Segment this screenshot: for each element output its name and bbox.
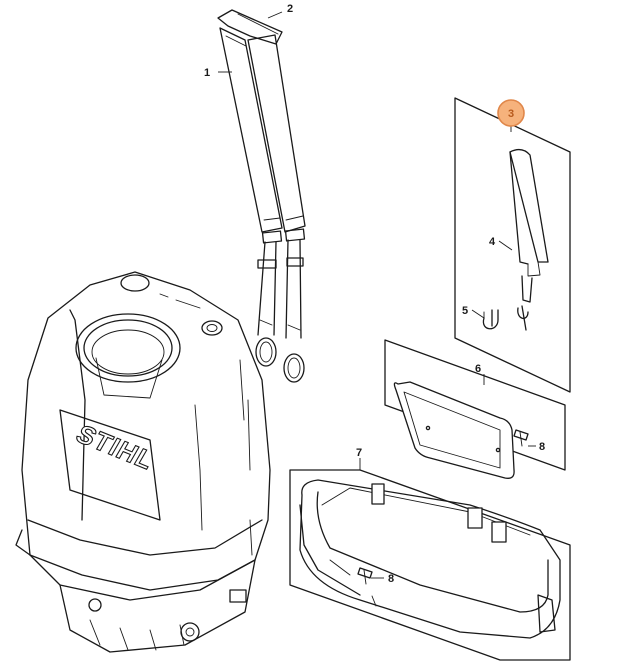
- hip-belt: [299, 479, 561, 639]
- callout-labels: 1 2 3 4 5 6 7 8 8: [204, 3, 545, 585]
- callout-label-4: 4: [489, 236, 496, 248]
- callout-label-5: 5: [462, 305, 468, 317]
- callout-label-6: 6: [475, 363, 481, 375]
- snap-hook: [482, 309, 499, 330]
- back-pad-frame: [384, 339, 566, 471]
- callout-label-8-belt: 8: [388, 573, 394, 585]
- sprayer-tank: STIHL: [15, 271, 271, 653]
- callout-label-7: 7: [356, 447, 362, 459]
- callout-label-1: 1: [204, 67, 210, 79]
- callout-highlight-3: [497, 99, 525, 127]
- shoulder-strap-assembly: [217, 9, 306, 383]
- callout-label-3: 3: [508, 108, 514, 120]
- strap-kit-frame: [454, 97, 571, 393]
- brand-logo: STIHL: [71, 419, 160, 475]
- single-strap: [509, 148, 549, 331]
- callout-label-8-pad: 8: [539, 441, 545, 453]
- fastener-pad: [513, 429, 529, 447]
- back-pad: [393, 381, 515, 479]
- fastener-belt: [357, 567, 373, 585]
- callout-label-2: 2: [287, 3, 293, 15]
